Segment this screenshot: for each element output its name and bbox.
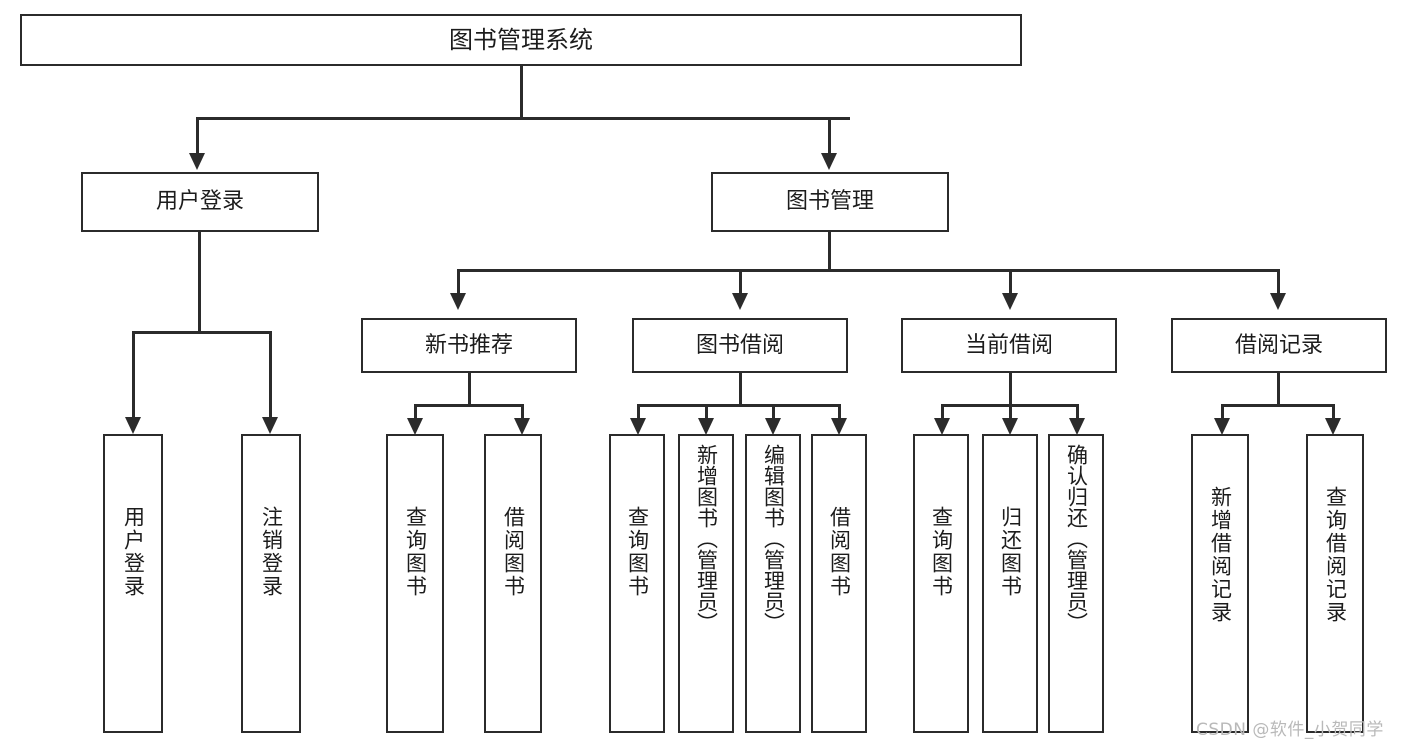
node-root-system[interactable]: 图书管理系统 — [20, 14, 1022, 66]
node-user-login[interactable]: 用户登录 — [81, 172, 319, 232]
connector-book-borrow-to-leaf-3 — [772, 404, 775, 420]
arrow-book-borrow-to-leaf-1 — [630, 418, 646, 435]
connector-book-borrow-bus — [637, 404, 840, 407]
connector-user-login-to-leaf-2 — [269, 331, 272, 419]
node-label: 图书管理 — [785, 189, 874, 215]
connector-book-borrow-stem — [739, 373, 742, 406]
leaf-label: 用户登录 — [121, 506, 146, 598]
leaf-edit-book-admin[interactable]: 编辑图书（管理员） — [745, 434, 801, 733]
leaf-query-book-borrow[interactable]: 查询图书 — [609, 434, 665, 733]
connector-new-book-stem — [468, 373, 471, 406]
connector-current-borrow-to-leaf-2 — [1009, 404, 1012, 420]
node-book-borrow[interactable]: 图书借阅 — [632, 318, 848, 373]
leaf-return-book[interactable]: 归还图书 — [982, 434, 1038, 733]
leaf-label: 注销登录 — [259, 506, 284, 598]
leaf-query-book-current[interactable]: 查询图书 — [913, 434, 969, 733]
node-label: 借阅记录 — [1234, 332, 1323, 358]
leaf-label: 查询图书 — [403, 506, 428, 598]
arrow-root-to-book-manage — [821, 153, 837, 170]
arrow-new-book-to-leaf-2 — [514, 418, 530, 435]
arrow-book-manage-to-new-book — [450, 293, 466, 310]
leaf-user-login[interactable]: 用户登录 — [103, 434, 163, 733]
connector-user-login-to-leaf-1 — [132, 331, 135, 419]
connector-borrow-records-to-leaf-2 — [1332, 404, 1335, 420]
arrow-new-book-to-leaf-1 — [407, 418, 423, 435]
connector-new-book-to-leaf-2 — [521, 404, 524, 420]
connector-new-book-bus — [414, 404, 524, 407]
connector-current-borrow-to-leaf-3 — [1076, 404, 1079, 420]
connector-user-login-stem — [198, 232, 201, 334]
connector-book-manage-to-new-book — [457, 269, 460, 295]
leaf-label: 确认归还（管理员） — [1064, 444, 1089, 633]
leaf-label: 查询图书 — [929, 506, 954, 598]
node-label: 图书借阅 — [695, 332, 784, 358]
connector-book-borrow-to-leaf-1 — [637, 404, 640, 420]
leaf-query-borrow-record[interactable]: 查询借阅记录 — [1306, 434, 1364, 733]
connector-root-stem — [520, 66, 523, 118]
arrow-current-borrow-to-leaf-3 — [1069, 418, 1085, 435]
arrow-current-borrow-to-leaf-1 — [934, 418, 950, 435]
connector-user-login-bus — [132, 331, 270, 334]
arrow-user-login-to-leaf-1 — [125, 417, 141, 434]
node-label: 用户登录 — [155, 189, 244, 215]
node-label: 当前借阅 — [964, 332, 1053, 358]
leaf-query-book-recommend[interactable]: 查询图书 — [386, 434, 444, 733]
connector-book-manage-to-book-borrow — [739, 269, 742, 295]
node-book-manage[interactable]: 图书管理 — [711, 172, 949, 232]
node-borrow-records[interactable]: 借阅记录 — [1171, 318, 1387, 373]
connector-borrow-records-to-leaf-1 — [1221, 404, 1224, 420]
arrow-current-borrow-to-leaf-2 — [1002, 418, 1018, 435]
connector-borrow-records-stem — [1277, 373, 1280, 406]
leaf-logout[interactable]: 注销登录 — [241, 434, 301, 733]
arrow-book-borrow-to-leaf-4 — [831, 418, 847, 435]
leaf-label: 编辑图书（管理员） — [761, 444, 786, 633]
leaf-label: 新增借阅记录 — [1208, 486, 1233, 624]
arrow-book-borrow-to-leaf-2 — [698, 418, 714, 435]
arrow-book-manage-to-borrow-records — [1270, 293, 1286, 310]
connector-borrow-records-bus — [1221, 404, 1335, 407]
leaf-add-book-admin[interactable]: 新增图书（管理员） — [678, 434, 734, 733]
arrow-book-manage-to-current-borrow — [1002, 293, 1018, 310]
node-label: 新书推荐 — [424, 332, 513, 358]
leaf-label: 查询借阅记录 — [1323, 486, 1348, 624]
leaf-borrow-book-recommend[interactable]: 借阅图书 — [484, 434, 542, 733]
connector-book-manage-bus — [457, 269, 1279, 272]
leaf-label: 查询图书 — [625, 506, 650, 598]
node-label: 图书管理系统 — [449, 25, 593, 54]
node-current-borrow[interactable]: 当前借阅 — [901, 318, 1117, 373]
leaf-label: 借阅图书 — [501, 506, 526, 598]
arrow-book-borrow-to-leaf-3 — [765, 418, 781, 435]
arrow-book-manage-to-book-borrow — [732, 293, 748, 310]
connector-current-borrow-to-leaf-1 — [941, 404, 944, 420]
arrow-user-login-to-leaf-2 — [262, 417, 278, 434]
node-new-book-recommend[interactable]: 新书推荐 — [361, 318, 577, 373]
connector-book-manage-to-borrow-records — [1277, 269, 1280, 295]
connector-root-to-user-login — [196, 117, 199, 155]
connector-current-borrow-stem — [1009, 373, 1012, 406]
arrow-root-to-user-login — [189, 153, 205, 170]
connector-root-to-book-manage — [828, 117, 831, 155]
leaf-label: 归还图书 — [998, 506, 1023, 598]
leaf-confirm-return-admin[interactable]: 确认归还（管理员） — [1048, 434, 1104, 733]
connector-book-borrow-to-leaf-2 — [705, 404, 708, 420]
leaf-label: 借阅图书 — [827, 506, 852, 598]
arrow-borrow-records-to-leaf-2 — [1325, 418, 1341, 435]
arrow-borrow-records-to-leaf-1 — [1214, 418, 1230, 435]
leaf-label: 新增图书（管理员） — [694, 444, 719, 633]
connector-book-borrow-to-leaf-4 — [838, 404, 841, 420]
connector-book-manage-to-current-borrow — [1009, 269, 1012, 295]
connector-new-book-to-leaf-1 — [414, 404, 417, 420]
connector-root-bus — [196, 117, 850, 120]
connector-book-manage-stem — [828, 232, 831, 271]
leaf-add-borrow-record[interactable]: 新增借阅记录 — [1191, 434, 1249, 733]
leaf-borrow-book[interactable]: 借阅图书 — [811, 434, 867, 733]
